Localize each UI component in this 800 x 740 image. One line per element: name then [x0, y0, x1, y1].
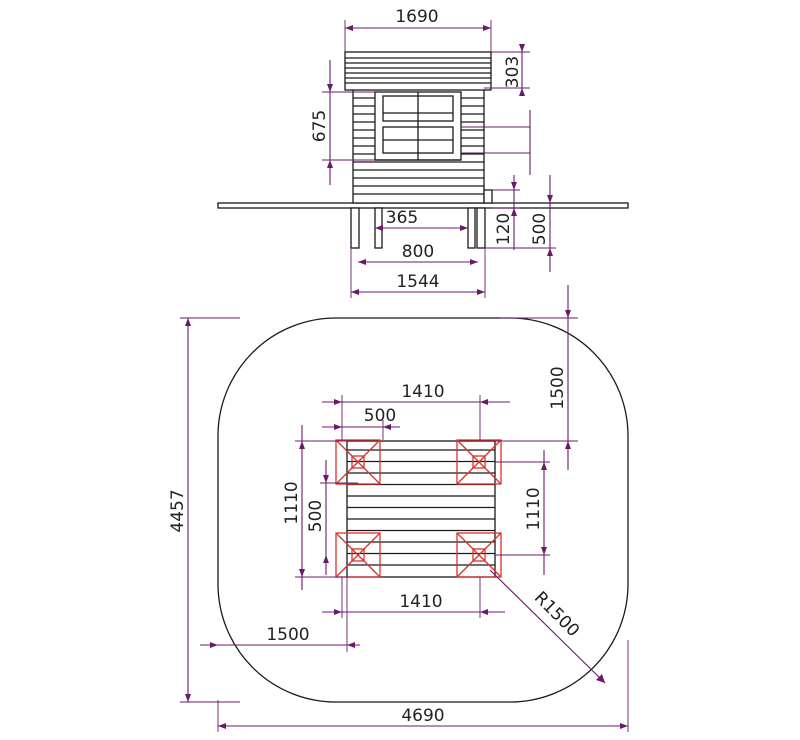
- step-height-label: 120: [494, 213, 514, 245]
- clearance-top-label: 1500: [548, 366, 568, 409]
- post-span-right-label: 1110: [524, 487, 544, 530]
- window: [374, 91, 462, 161]
- front-dimensions: [322, 20, 556, 298]
- deck-height-label: 500: [530, 213, 550, 245]
- post-span-top-label: 1410: [401, 382, 444, 402]
- gap-label: 365: [386, 208, 418, 228]
- clearance-left-label: 1500: [266, 625, 309, 645]
- post-offset-left-label: 500: [306, 500, 326, 532]
- deck-board: [217, 202, 629, 209]
- post-span-left-label: 1110: [282, 481, 302, 524]
- roof-height-label: 303: [503, 56, 523, 88]
- front-elevation: 1690 303 675 365 800 1544 120 500: [217, 7, 629, 298]
- step: [483, 189, 493, 204]
- plan-view: 1410 500 1500 1110 500 1110 1410 1500 R1…: [168, 285, 629, 732]
- safety-zone: [217, 317, 629, 703]
- roof-width-label: 1690: [395, 7, 438, 27]
- post-offset-top-label: 500: [364, 406, 396, 426]
- corner-radius-label: R1500: [530, 588, 583, 641]
- base-width-label: 1544: [396, 272, 439, 292]
- overall-width-label: 4690: [401, 706, 444, 726]
- leg-spacing-label: 800: [402, 242, 434, 262]
- roof: [344, 51, 492, 91]
- post-span-bottom-label: 1410: [399, 592, 442, 612]
- window-height-label: 675: [310, 110, 330, 142]
- plan-dimensions: [180, 285, 629, 732]
- overall-depth-label: 4457: [168, 489, 188, 532]
